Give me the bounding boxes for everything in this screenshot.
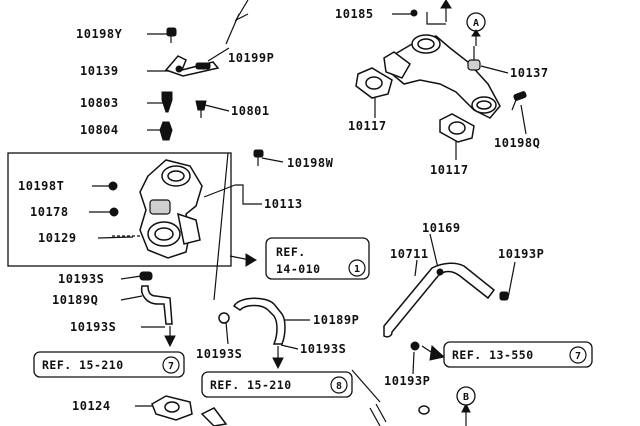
label-10804: 10804 <box>80 123 119 137</box>
bolt-10198W <box>253 149 264 166</box>
bolt-10198Y <box>166 27 177 43</box>
bolt-10185 <box>410 9 418 17</box>
label-10193P-a: 10193P <box>498 247 544 261</box>
svg-text:8: 8 <box>336 381 342 392</box>
ref-box-13-550-7[interactable]: REF. 13-550 7 <box>443 341 593 368</box>
svg-text:REF. 15-210: REF. 15-210 <box>42 358 124 372</box>
label-10198T: 10198T <box>18 179 64 193</box>
label-10137: 10137 <box>510 66 549 80</box>
arrow-right-icon <box>229 253 257 267</box>
label-10193P-b: 10193P <box>384 374 430 388</box>
gasket-10117-right <box>439 113 475 143</box>
hose-10189Q <box>139 271 173 325</box>
assembly-frame <box>7 152 232 267</box>
svg-text:7: 7 <box>575 351 581 362</box>
svg-text:B: B <box>463 392 469 403</box>
water-outlet-10137 <box>383 34 501 119</box>
label-10193S-c: 10193S <box>196 347 242 361</box>
ref-box-15-210-7[interactable]: REF. 15-210 7 <box>33 351 185 378</box>
hose-10189P <box>218 297 286 345</box>
label-10117-b: 10117 <box>430 163 469 177</box>
label-10193S-b: 10193S <box>70 320 116 334</box>
switch-10801 <box>195 100 207 118</box>
label-10113: 10113 <box>264 197 303 211</box>
marker-b: B <box>456 386 476 406</box>
label-10117-a: 10117 <box>348 119 387 133</box>
gasket-10117-left <box>355 67 393 99</box>
bolt-10198T <box>108 181 118 191</box>
label-10139: 10139 <box>80 64 119 78</box>
label-10129: 10129 <box>38 231 77 245</box>
svg-text:7: 7 <box>168 361 174 372</box>
ref-box-14-010[interactable]: REF. 14-010 1 <box>265 237 370 280</box>
label-10124: 10124 <box>72 399 111 413</box>
label-10193S-d: 10193S <box>300 342 346 356</box>
bracket-10139 <box>164 55 220 77</box>
label-10185: 10185 <box>335 7 374 21</box>
svg-text:REF. 15-210: REF. 15-210 <box>210 378 292 392</box>
arrow-down-icon-2 <box>272 346 284 370</box>
arrow-up-icon <box>440 0 452 22</box>
sensor-10803 <box>161 91 173 113</box>
label-10189P: 10189P <box>313 313 359 327</box>
arrow-down-right-icon <box>421 344 446 361</box>
part-labels: 10198Y 10139 10803 10804 10801 10199P 10… <box>18 7 549 413</box>
plug-10178 <box>109 207 119 217</box>
sensor-10804 <box>159 121 173 141</box>
ref-box-15-210-8[interactable]: REF. 15-210 8 <box>201 371 353 398</box>
arrow-down-icon <box>164 326 176 348</box>
svg-text:A: A <box>473 18 479 29</box>
thermostat-housing-10113 <box>139 159 203 259</box>
label-10198W: 10198W <box>287 156 334 170</box>
marker-a: A <box>466 12 486 46</box>
clamp-10193P <box>410 341 420 351</box>
label-10803: 10803 <box>80 96 119 110</box>
svg-text:14-010: 14-010 <box>276 262 321 276</box>
label-10711: 10711 <box>390 247 429 261</box>
label-10198Y: 10198Y <box>76 27 123 41</box>
svg-text:1: 1 <box>354 264 360 275</box>
label-10193S-a: 10193S <box>58 272 104 286</box>
partial-parts-bottom <box>200 369 471 426</box>
label-10199P: 10199P <box>228 51 274 65</box>
label-10198Q: 10198Q <box>494 136 540 150</box>
label-10178: 10178 <box>30 205 69 219</box>
svg-text:REF. 13-550: REF. 13-550 <box>452 348 534 362</box>
svg-text:REF.: REF. <box>276 245 306 259</box>
pipe-10711 <box>383 262 509 338</box>
bolt-10198Q <box>511 91 527 111</box>
gasket-10124 <box>151 395 193 421</box>
label-10801: 10801 <box>231 104 270 118</box>
label-10189Q: 10189Q <box>52 293 98 307</box>
label-10169: 10169 <box>422 221 461 235</box>
